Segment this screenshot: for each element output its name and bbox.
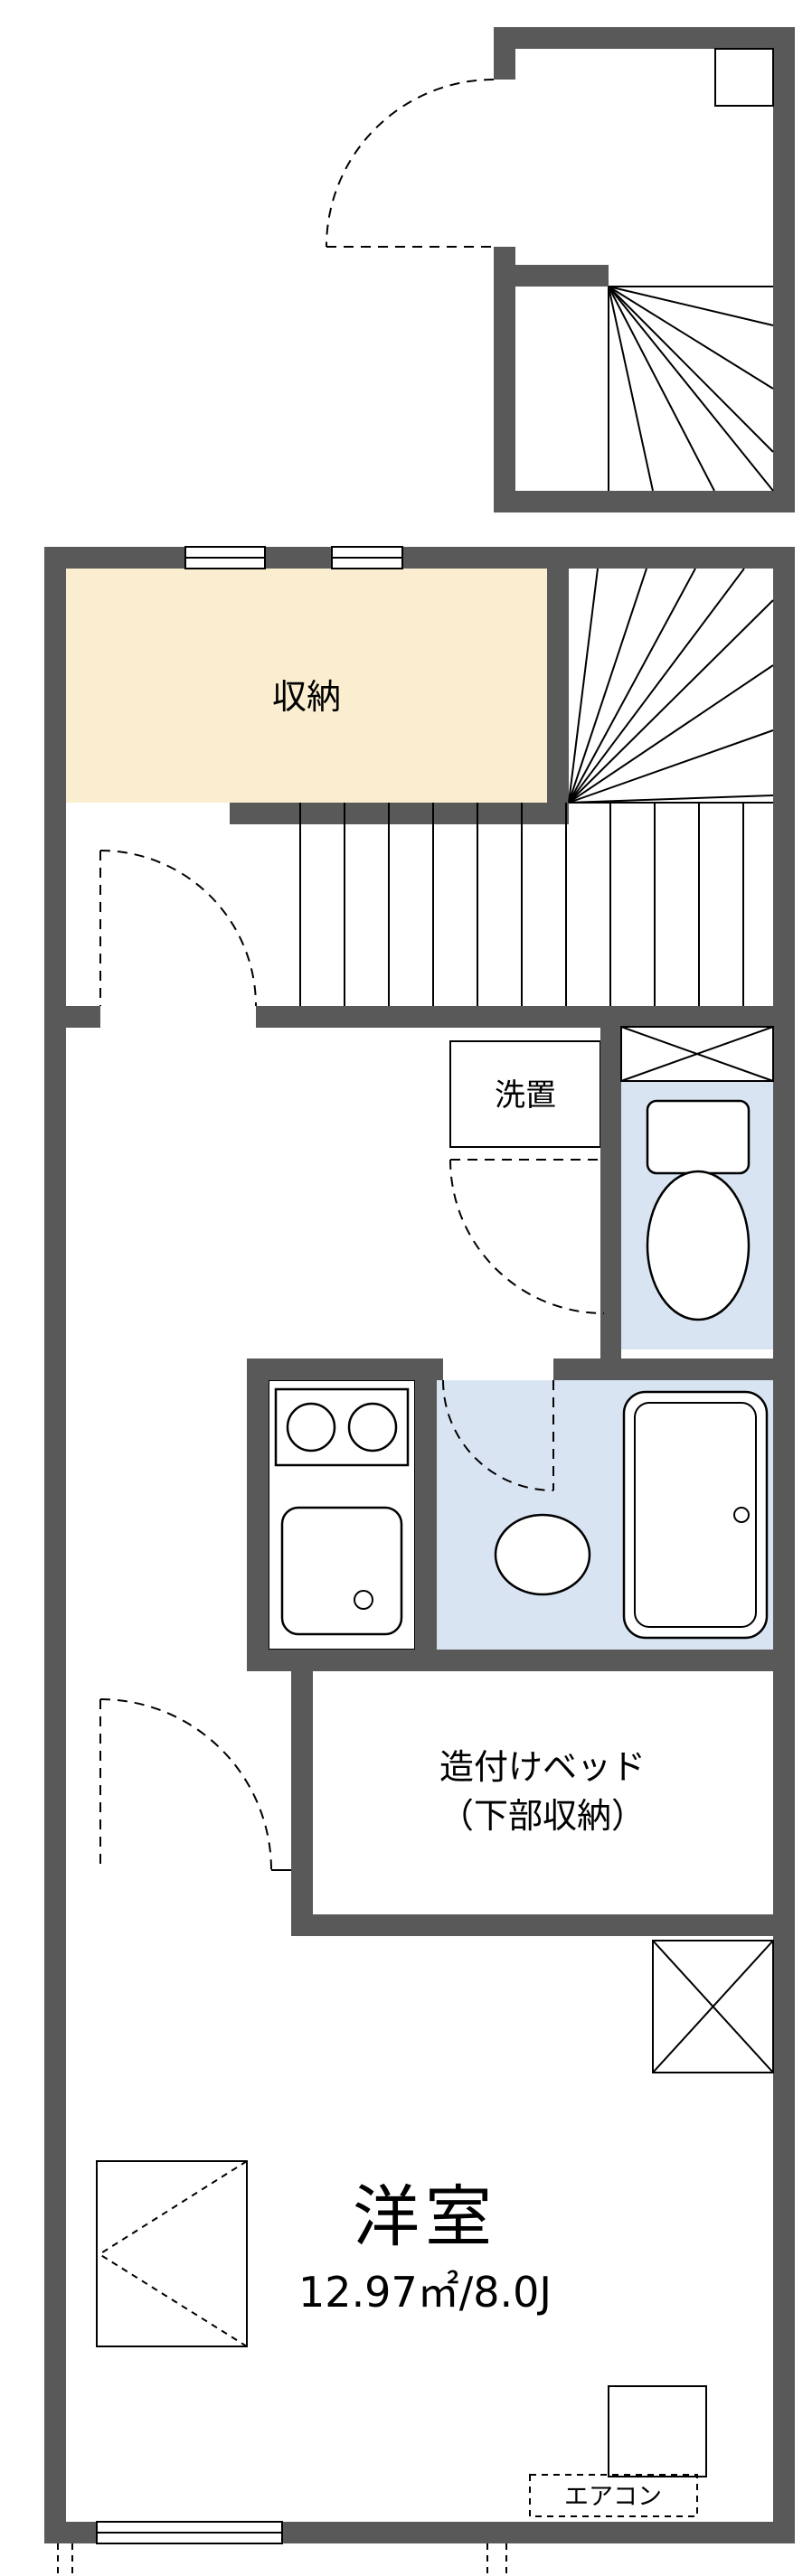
entry-wall-top	[494, 27, 795, 49]
kitchen	[274, 1387, 410, 1636]
stove-unit	[274, 1387, 410, 1467]
stair-winder-line	[568, 794, 774, 804]
stair-hall-door-swing	[99, 850, 257, 1007]
kitchen-sink	[280, 1506, 403, 1636]
stove-burner	[286, 1402, 336, 1453]
stair-winder-line	[608, 286, 774, 326]
closet-frame	[96, 2160, 248, 2347]
bed-left-wall	[291, 1671, 313, 1914]
entry-wall-inner-stub	[494, 265, 609, 287]
stair-bottom-wall	[256, 1006, 795, 1028]
stair-winder-line	[568, 568, 599, 804]
storage-box-cross-line	[652, 1940, 774, 2073]
stair-winder-line	[568, 664, 774, 804]
stair-winder-line	[568, 599, 774, 804]
wall-left	[44, 547, 66, 2543]
interior-walls	[66, 569, 795, 1936]
toilet-room	[620, 1026, 774, 1321]
door-arc	[449, 1159, 605, 1314]
stair-winder-line	[568, 568, 696, 804]
storage-bottom-wall	[230, 803, 569, 824]
toilet-bowl	[646, 1170, 751, 1321]
entry-wall-bottom	[494, 491, 795, 512]
wash-basin	[494, 1513, 591, 1596]
stair-winder-line	[568, 729, 774, 804]
entry-winder-stairs	[608, 286, 774, 492]
bathroom	[494, 1390, 769, 1640]
wet-area-top-wall-right	[553, 1359, 795, 1380]
stair-winder-line	[568, 568, 647, 804]
aircon-label-box	[529, 2474, 698, 2517]
bathroom-door-swing	[442, 1379, 554, 1491]
entry-door-swing	[326, 79, 495, 248]
window-bottom	[96, 2521, 283, 2544]
stair-winder-line	[568, 568, 745, 804]
shoe-cabinet	[714, 48, 774, 107]
sink-drain	[354, 1590, 373, 1610]
storage-room-floor	[66, 569, 547, 803]
upper-storage-box	[652, 1940, 774, 2073]
staircase	[299, 568, 774, 1006]
bathtub-drain	[733, 1507, 750, 1523]
stair-winder-line	[608, 286, 715, 492]
aircon-label: エアコン	[564, 2483, 662, 2511]
entry-wall-left-lower	[494, 247, 515, 512]
entry-walls	[494, 27, 795, 512]
hall-wall-stub	[66, 1006, 100, 1028]
door-arc	[442, 1379, 554, 1491]
closet-door-line	[99, 2253, 248, 2347]
washroom-door-swing	[449, 1159, 605, 1314]
door-arc	[99, 1698, 272, 1871]
main-block: エアコン 収納 洗置 造付けベッド （下部収納） 洋室 12.97㎡/8.0J	[44, 546, 795, 2574]
room-name-label: 洋室	[353, 2178, 497, 2256]
laundry-label: 洗置	[495, 1077, 556, 1114]
entry-wall-left-stub	[494, 27, 515, 80]
kitchen-bath-divider	[415, 1380, 437, 1650]
door-arc	[99, 850, 257, 1007]
aircon-unit-box	[608, 2385, 707, 2477]
bed-label-line2: （下部収納）	[439, 1796, 646, 1836]
toilet-tank	[646, 1099, 751, 1175]
stove-burner	[347, 1402, 398, 1453]
wall-right	[773, 547, 795, 2543]
kitchen-left-wall	[247, 1359, 269, 1671]
entry-wall-right	[773, 27, 795, 512]
wet-area-bottom-wall	[247, 1650, 795, 1671]
window-top-2	[331, 546, 403, 569]
storage-box-frame	[652, 1940, 774, 2073]
cabinet-cross-line	[620, 1026, 774, 1082]
closet-door-line	[99, 2160, 248, 2255]
air-conditioner: エアコン	[529, 2385, 707, 2517]
bathtub-inner	[634, 1402, 757, 1628]
laundry-toilet-divider	[600, 1028, 621, 1359]
bathtub	[622, 1390, 769, 1640]
stair-winder-line	[608, 286, 654, 492]
storage-right-wall	[547, 569, 569, 803]
wall-top	[44, 547, 795, 569]
boundary-lines	[57, 2543, 507, 2574]
bed-bottom-wall	[291, 1914, 795, 1936]
bed-label-line1: 造付けベッド	[439, 1747, 646, 1787]
stair-winder-line	[608, 286, 774, 390]
room-door-swing	[99, 1698, 272, 1871]
storage-label: 収納	[272, 677, 341, 717]
outer-walls	[44, 547, 795, 2543]
entry-door-arc	[326, 79, 495, 248]
window-top-1	[184, 546, 266, 569]
closet-folding-door	[96, 2160, 248, 2347]
wet-area-top-wall-left	[247, 1359, 443, 1380]
stair-winder-line	[608, 286, 774, 453]
entry-block	[326, 27, 795, 512]
stair-winder-line	[608, 286, 774, 492]
room-size-label: 12.97㎡/8.0J	[298, 2268, 552, 2317]
